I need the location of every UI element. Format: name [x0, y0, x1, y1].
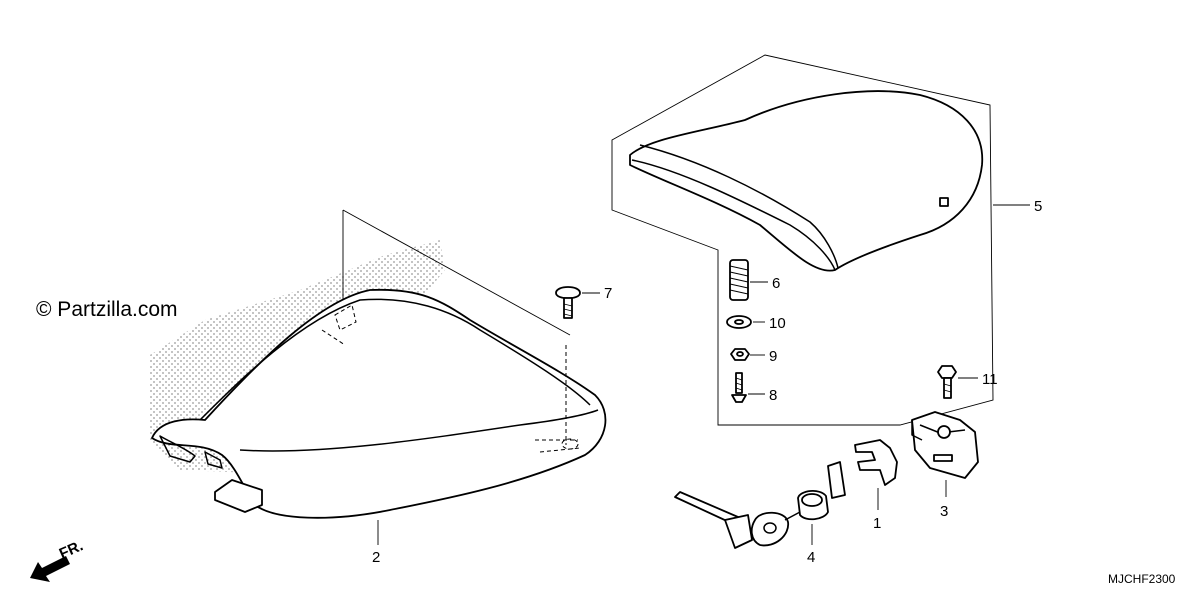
main-seat-illustration: [150, 209, 607, 519]
callout-8: 8: [769, 387, 777, 404]
key-lock-4-illustration: [674, 461, 846, 549]
clip-1-illustration: [854, 439, 898, 486]
screw-8-illustration: [731, 372, 747, 403]
seat-latch-3-illustration: [911, 411, 979, 479]
watermark-text: © Partzilla.com: [36, 298, 178, 321]
washer-10-illustration: [726, 315, 752, 329]
callout-1: 1: [873, 515, 881, 532]
callout-11: 11: [982, 371, 998, 388]
callout-5: 5: [1034, 198, 1042, 215]
nut-9-illustration: [730, 348, 750, 361]
front-direction-arrow-icon: [30, 556, 70, 582]
callout-2: 2: [372, 549, 380, 566]
callout-10: 10: [769, 315, 786, 332]
callout-7: 7: [604, 285, 612, 302]
spring-6-illustration: [729, 259, 749, 301]
direction-label: FR.: [57, 537, 86, 562]
callout-9: 9: [769, 348, 777, 365]
rear-seat-group-outline: [611, 54, 994, 426]
callout-6: 6: [772, 275, 780, 292]
diagram-code: MJCHF2300: [1108, 572, 1176, 586]
callout-4: 4: [807, 549, 815, 566]
callout-3: 3: [940, 503, 948, 520]
bolt-11-illustration: [937, 365, 957, 399]
bolt-7-illustration: [555, 286, 581, 319]
rear-seat-illustration: [629, 90, 984, 272]
